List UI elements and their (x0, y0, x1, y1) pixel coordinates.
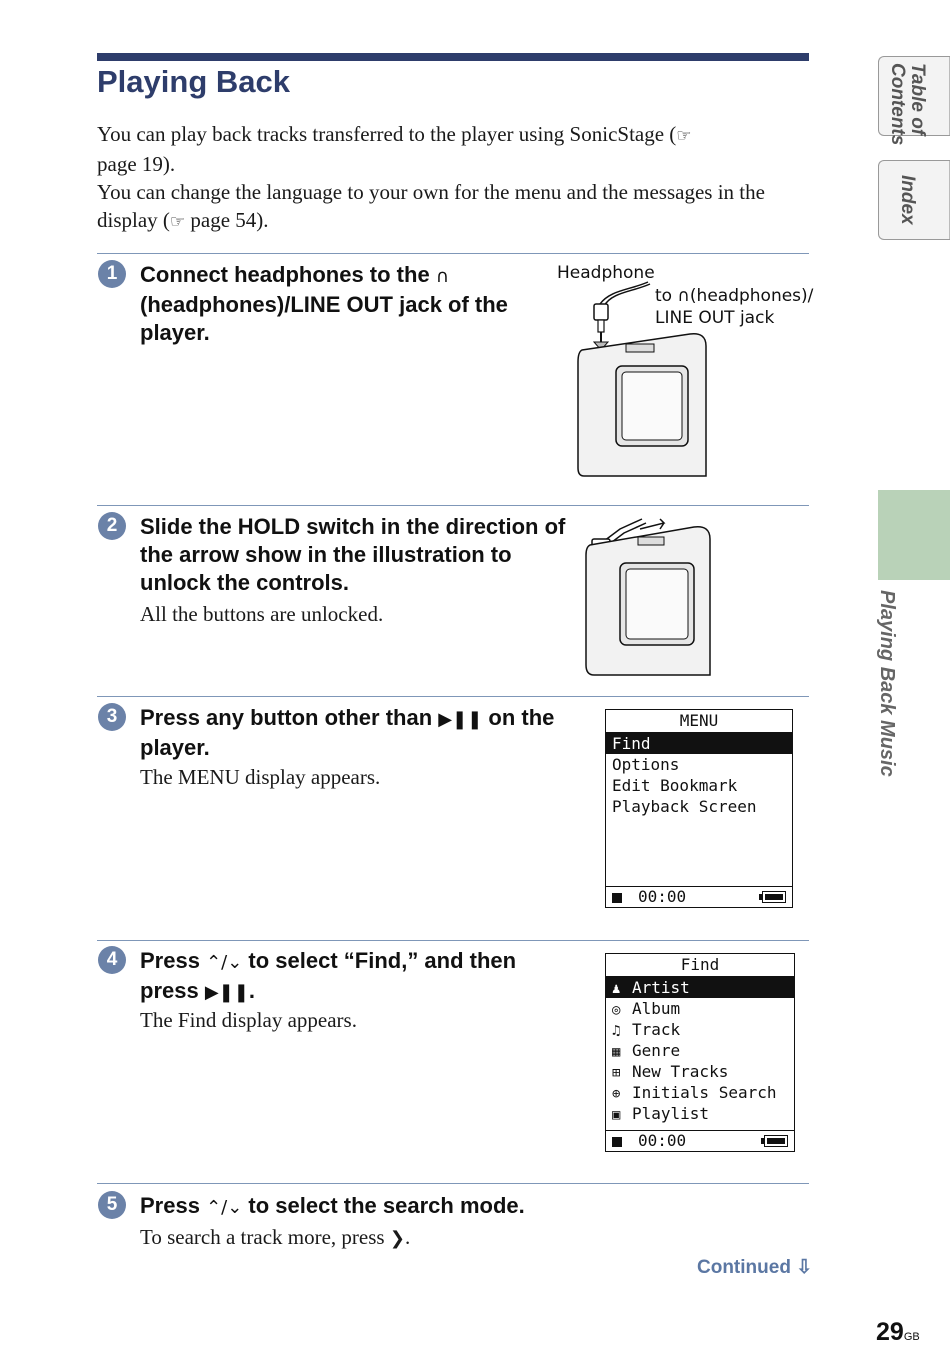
step-heading: Connect headphones to the ∩ (headphones)… (140, 262, 508, 345)
step-heading: Press any button other than ▶❚❚ on the p… (140, 705, 555, 760)
genre-icon: ▦ (612, 1044, 621, 1060)
time-readout: 00:00 (638, 887, 687, 906)
step-number: 5 (98, 1191, 126, 1219)
battery-icon (761, 1135, 788, 1147)
find-item-genre[interactable]: ▦Genre (606, 1040, 794, 1061)
up-down-icon: ⌃/⌄ (206, 1197, 243, 1218)
menu-item-playback-screen[interactable]: Playback Screen (612, 797, 757, 816)
down-arrow-icon: ⇩ (796, 1257, 813, 1278)
artist-icon: ♟ (612, 981, 621, 997)
play-pause-icon: ▶❚❚ (204, 982, 249, 1003)
continued-link[interactable]: Continued ⇩ (697, 1257, 813, 1278)
step-divider (97, 1183, 809, 1184)
step-number: 2 (98, 512, 126, 540)
headphones-icon: ∩ (435, 266, 449, 287)
playlist-icon: ▣ (612, 1107, 621, 1123)
step-heading: Slide the HOLD switch in the direction o… (140, 514, 566, 595)
find-item-track[interactable]: ♫Track (606, 1019, 794, 1040)
track-icon: ♫ (612, 1023, 621, 1039)
stop-icon (612, 892, 622, 903)
up-down-icon: ⌃/⌄ (206, 952, 243, 973)
reference-icon: ☞ (169, 212, 186, 232)
find-item-artist[interactable]: ♟Artist (606, 977, 794, 998)
find-item-initials-search[interactable]: ⊕Initials Search (606, 1082, 794, 1103)
play-pause-icon: ▶❚❚ (438, 709, 483, 730)
section-label: Playing Back Music (876, 590, 898, 777)
header-rule (97, 53, 809, 61)
step-body: The MENU display appears. (140, 765, 381, 789)
find-display-title: Find (606, 954, 794, 977)
menu-display-status: 00:00 (606, 886, 792, 907)
new-tracks-icon: ⊞ (612, 1065, 621, 1081)
intro-text: You can play back tracks transferred to … (97, 122, 765, 232)
page-number: 29GB (876, 1318, 920, 1346)
battery-icon (759, 891, 786, 903)
page-title: Playing Back (97, 64, 290, 99)
menu-display: MENU Find Options Edit Bookmark Playback… (605, 709, 793, 908)
menu-display-title: MENU (606, 710, 792, 733)
player-hold-illustration (585, 518, 711, 676)
find-item-new-tracks[interactable]: ⊞New Tracks (606, 1061, 794, 1082)
figure-label-headphone: Headphone (557, 263, 655, 283)
step-number: 1 (98, 260, 126, 288)
stop-icon (612, 1136, 622, 1147)
step-heading: Press ⌃/⌄ to select “Find,” and then pre… (140, 948, 517, 1003)
step-body: The Find display appears. (140, 1008, 357, 1032)
step-number: 3 (98, 703, 126, 731)
step-body: All the buttons are unlocked. (140, 602, 384, 626)
menu-item-options[interactable]: Options (612, 755, 680, 774)
section-marker (878, 490, 950, 580)
step-body: To search a track more, press ❯. (140, 1225, 411, 1249)
tab-index[interactable]: Index (878, 160, 950, 240)
find-item-playlist[interactable]: ▣Playlist (606, 1103, 794, 1124)
figure-label-jack: to ∩(headphones)/LINE OUT jack (655, 286, 814, 328)
step-divider (97, 940, 809, 941)
step-divider (97, 253, 809, 254)
album-icon: ◎ (612, 1002, 621, 1018)
right-arrow-icon: ❯ (389, 1228, 405, 1249)
time-readout: 00:00 (638, 1131, 687, 1150)
menu-item-find[interactable]: Find (606, 733, 792, 754)
find-display: Find ♟Artist ◎Album ♫Track ▦Genre ⊞New T… (605, 953, 795, 1152)
player-headphone-illustration (577, 281, 707, 477)
step-divider (97, 505, 809, 506)
find-display-status: 00:00 (606, 1130, 794, 1151)
step-heading: Press ⌃/⌄ to select the search mode. (140, 1193, 525, 1218)
find-item-album[interactable]: ◎Album (606, 998, 794, 1019)
step-number: 4 (98, 946, 126, 974)
step-divider (97, 696, 809, 697)
initials-search-icon: ⊕ (612, 1086, 621, 1102)
reference-icon: ☞ (676, 126, 692, 146)
menu-item-edit-bookmark[interactable]: Edit Bookmark (612, 776, 738, 795)
